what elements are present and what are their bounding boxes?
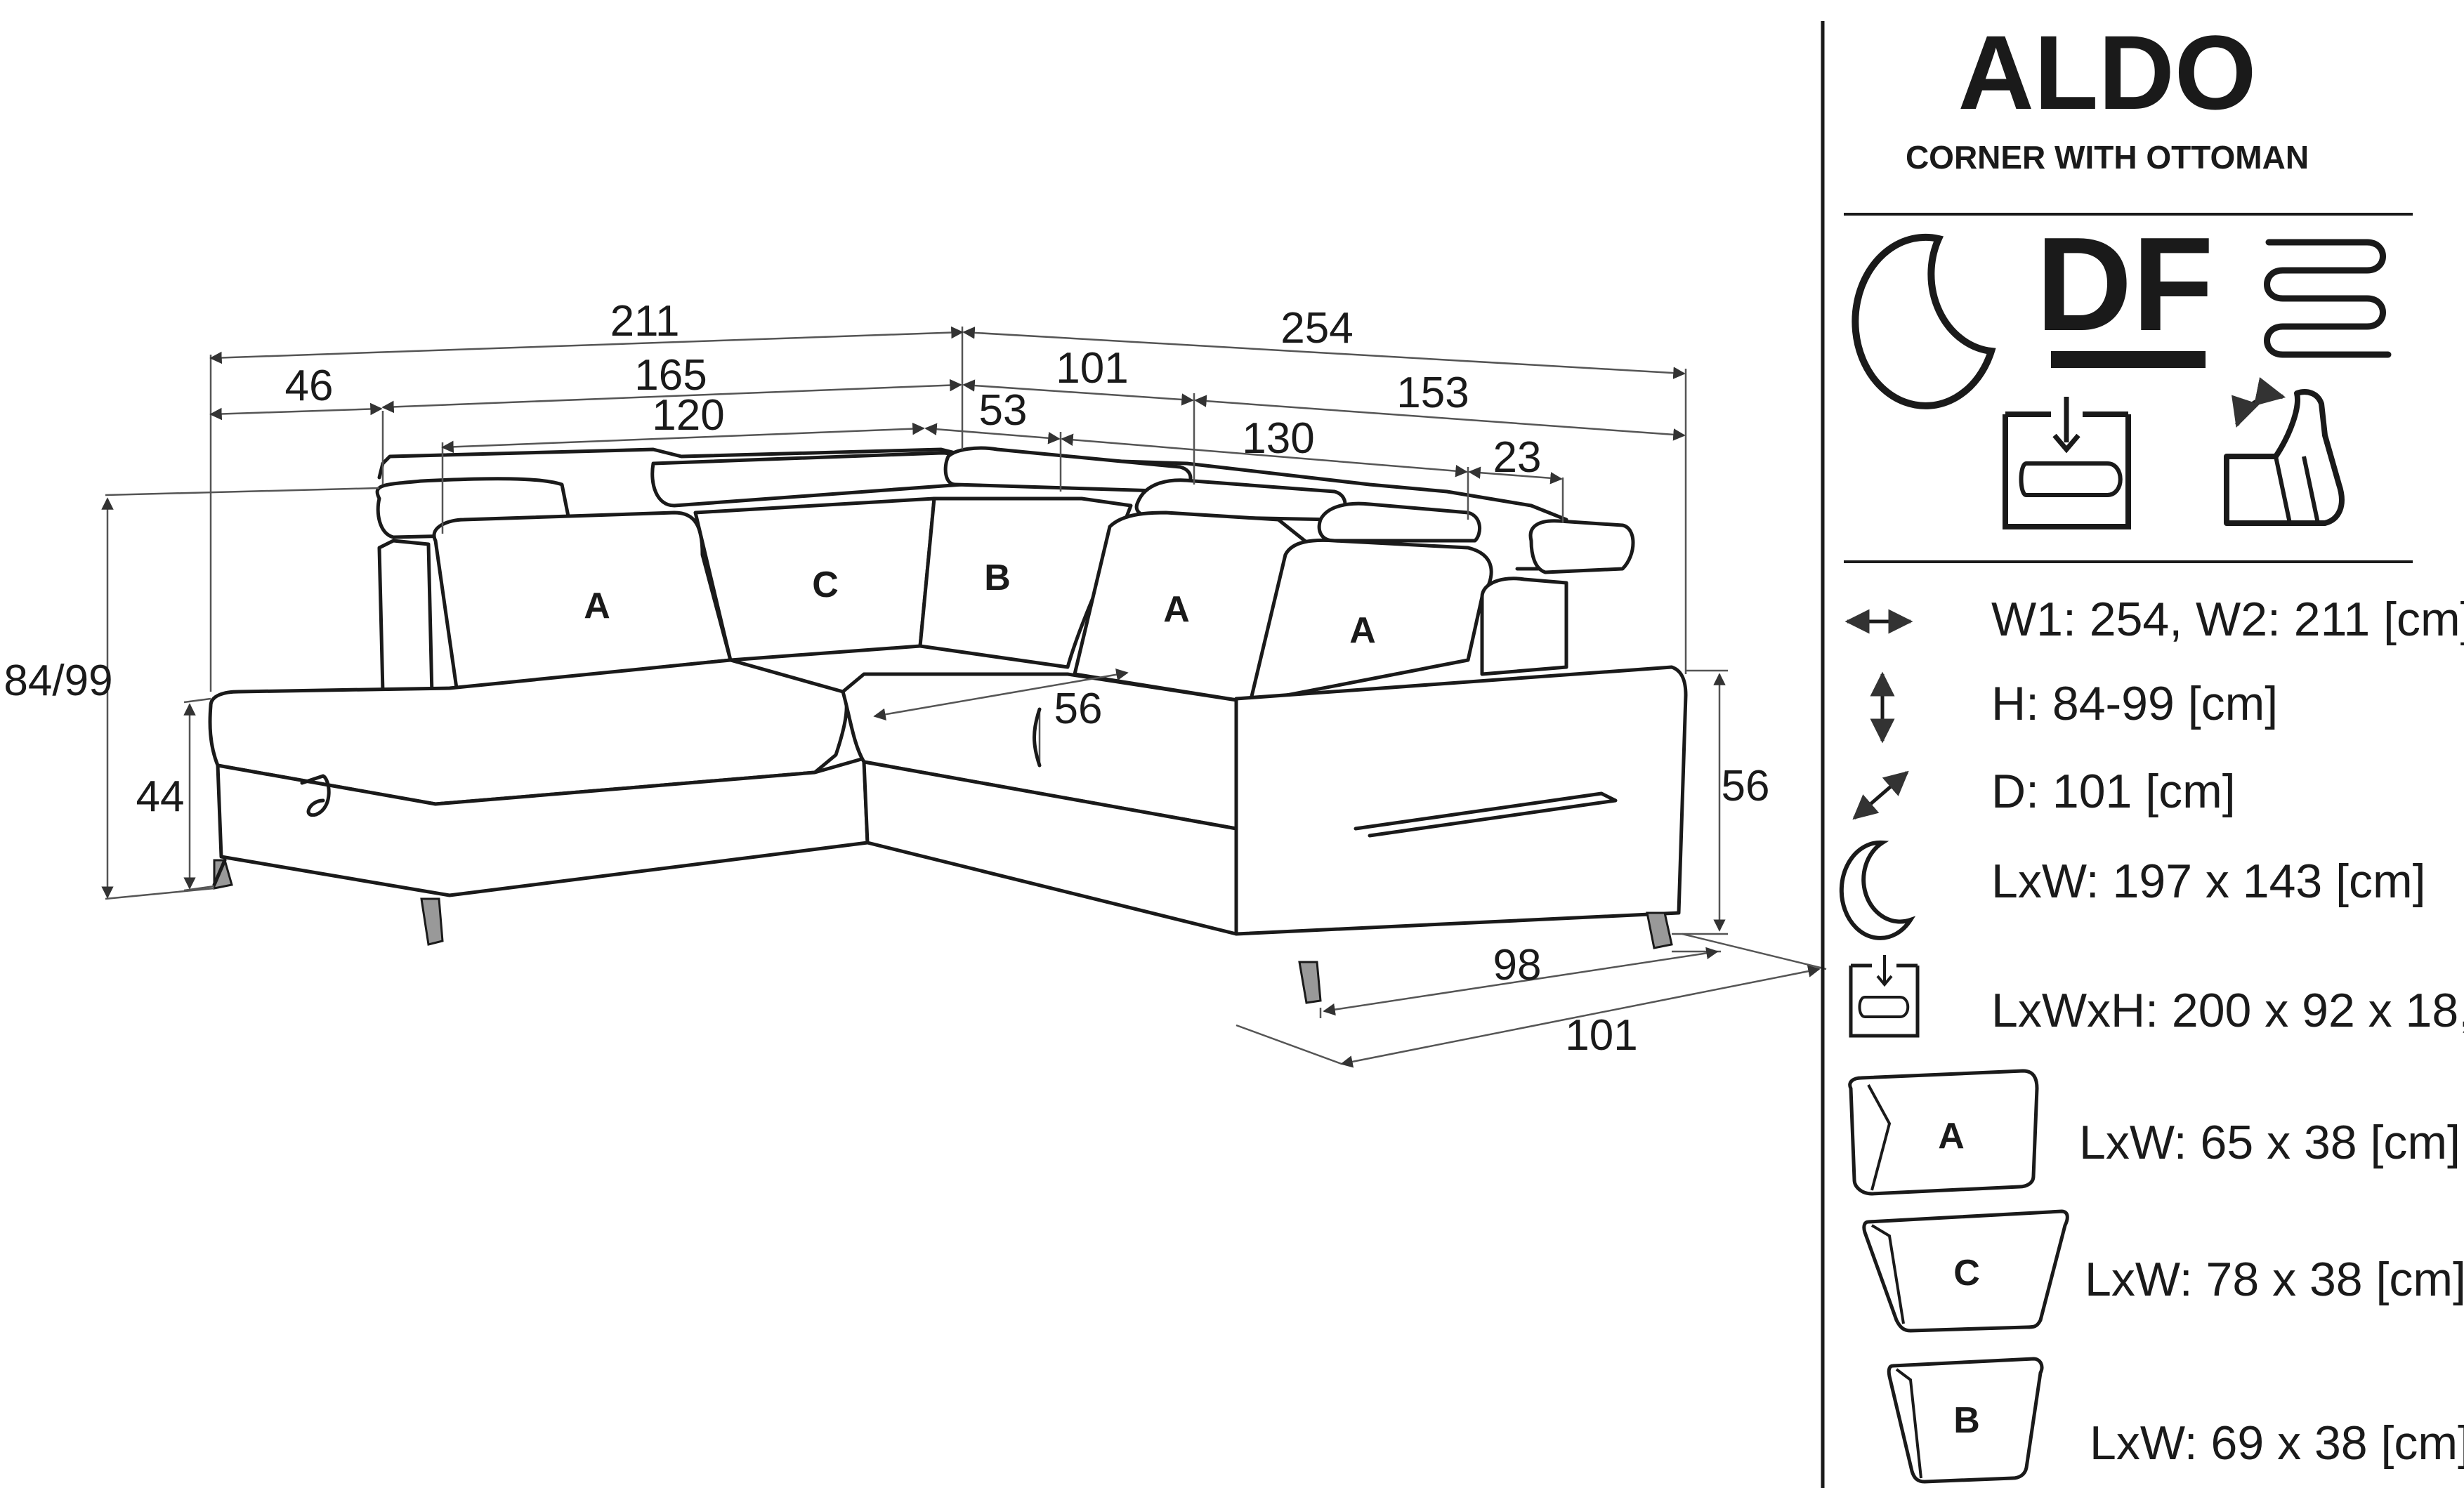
svg-text:LxW: 69 x 38 [cm]: LxW: 69 x 38 [cm]: [2090, 1416, 2464, 1470]
storage-icon: [1849, 955, 1920, 1038]
dim-120: 120: [652, 391, 724, 440]
product-subtitle: CORNER WITH OTTOMAN: [1906, 139, 2309, 176]
storage-icon: [2003, 397, 2131, 529]
depth-arrows-icon: [1852, 770, 1909, 820]
cushion-spec-a: A LxW: 65 x 38 [cm]: [1848, 1069, 2460, 1196]
dim-height-seat: 44: [136, 772, 185, 821]
dim-seat-depth: 56: [1054, 685, 1103, 733]
spring-icon: [2264, 239, 2392, 358]
spec-bed: LxW: 197 x 143 [cm]: [1839, 840, 2426, 940]
spec-depth: D: 101 [cm]: [1852, 765, 2236, 820]
df-logo: DF: [2036, 210, 2214, 368]
cushion-spec-c: C LxW: 78 x 38 [cm]: [1862, 1209, 2464, 1333]
dim-130: 130: [1242, 414, 1314, 463]
dim-211: 211: [610, 297, 680, 345]
dim-depth-101: 101: [1565, 1011, 1637, 1060]
svg-text:B: B: [1953, 1400, 1980, 1441]
dim-height-total: 84/99: [4, 657, 112, 705]
moon-icon: [1839, 840, 1916, 940]
cushion-label-a2: A: [1163, 589, 1190, 630]
cushion-label-b: B: [984, 558, 1011, 598]
headrest-adjust-icon: [2224, 377, 2345, 526]
dim-height-right: 56: [1722, 762, 1770, 810]
sofa-drawing: A C B A A: [208, 446, 1688, 1004]
svg-text:W1: 254, W2: 211 [cm]: W1: 254, W2: 211 [cm]: [1991, 593, 2464, 646]
svg-text:LxW: 197 x 143 [cm]: LxW: 197 x 143 [cm]: [1991, 855, 2426, 908]
dim-101-top: 101: [1056, 344, 1128, 393]
dimension-lines: 211 254 46 165 101 153 120 53 130 23 84/…: [4, 297, 1827, 1068]
dim-254: 254: [1280, 304, 1353, 353]
dim-53: 53: [979, 386, 1028, 435]
cushion-label-c: C: [812, 565, 839, 605]
product-title: ALDO: [1958, 13, 2257, 131]
dim-23: 23: [1493, 433, 1542, 482]
svg-text:LxW: 65 x 38 [cm]: LxW: 65 x 38 [cm]: [2079, 1116, 2460, 1169]
svg-text:H: 84-99 [cm]: H: 84-99 [cm]: [1991, 677, 2278, 730]
moon-icon: [1852, 233, 1996, 409]
spec-width: W1: 254, W2: 211 [cm]: [1844, 593, 2464, 646]
cushion-label-a1: A: [584, 586, 610, 626]
dim-46: 46: [285, 362, 334, 410]
svg-text:D: 101 [cm]: D: 101 [cm]: [1991, 765, 2236, 818]
svg-text:LxW: 78 x 38 [cm]: LxW: 78 x 38 [cm]: [2085, 1253, 2464, 1306]
dim-153: 153: [1396, 369, 1469, 417]
svg-text:DF: DF: [2036, 210, 2213, 359]
spec-height: H: 84-99 [cm]: [1870, 671, 2278, 744]
svg-text:C: C: [1953, 1253, 1980, 1293]
cushion-label-a3: A: [1349, 610, 1376, 651]
svg-text:A: A: [1938, 1116, 1965, 1157]
spec-storage: LxWxH: 200 x 92 x 18,5 [cm]: [1849, 955, 2464, 1038]
dim-depth-98: 98: [1493, 941, 1542, 989]
svg-text:LxWxH: 200 x 92 x 18,5 [cm]: LxWxH: 200 x 92 x 18,5 [cm]: [1991, 984, 2464, 1037]
cushion-spec-b: B LxW: 69 x 38 [cm]: [1887, 1357, 2464, 1484]
dim-165: 165: [634, 351, 707, 400]
